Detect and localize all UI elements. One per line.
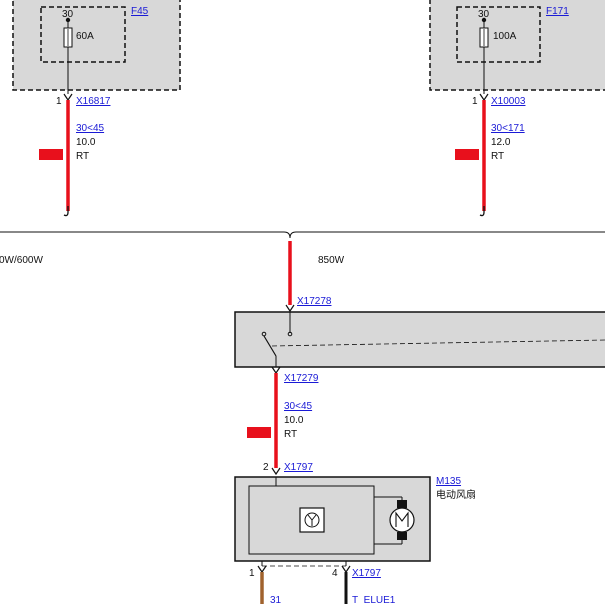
fan-out-connector-link[interactable]: X1797 xyxy=(352,568,381,579)
fuse-pin-label: 30 xyxy=(62,9,74,20)
fan-in-connector-link[interactable]: X1797 xyxy=(284,462,313,473)
wire-gauge: 10.0 xyxy=(76,137,96,148)
fuse-block-f45: 30 60A F45 xyxy=(12,0,181,94)
fuse-block-f171: 30 100A F171 xyxy=(429,0,605,94)
fan-reference-link[interactable]: M135 xyxy=(436,476,461,487)
fuse-rating: 100A xyxy=(493,31,517,42)
motor-m-glyph-icon xyxy=(395,511,409,527)
connector-link[interactable]: X16817 xyxy=(76,96,111,107)
fan-in-pin-label: 2 xyxy=(263,462,269,473)
wire-continuation-icon xyxy=(479,206,485,217)
wire-color-code: RT xyxy=(491,151,504,162)
wire-color-code: RT xyxy=(76,151,89,162)
fan-output-pins: 1 31 4 X1797 T_ELUE1 xyxy=(249,565,396,604)
fan-description: 电动风扇 xyxy=(436,488,476,501)
connector-symbol-icon xyxy=(63,93,73,102)
connector-pin-label: 1 xyxy=(56,96,62,107)
connector-symbol-icon xyxy=(341,565,351,574)
fan-out-pin-label: 4 xyxy=(332,568,338,579)
fuse-housing xyxy=(12,0,181,91)
wire-gauge: 10.0 xyxy=(284,415,304,426)
connector-symbol-icon xyxy=(285,304,295,313)
wire-color-swatch xyxy=(455,149,479,160)
motor-brush-icon xyxy=(397,500,407,508)
wire-color-code: RT xyxy=(284,429,297,440)
relay-contact-dot xyxy=(261,331,267,337)
wire-color-swatch xyxy=(39,149,63,160)
fuse-inner-frame xyxy=(456,6,541,63)
signal-link[interactable]: T_ELUE1 xyxy=(352,595,396,604)
relay-contact-dot xyxy=(287,331,293,337)
wire-circuit-link[interactable]: 30<171 xyxy=(491,123,525,134)
connector-link[interactable]: X10003 xyxy=(491,96,526,107)
fan-out-pin-label: 1 xyxy=(249,568,255,579)
wire-circuit-link[interactable]: 30<45 xyxy=(76,123,105,134)
variant-label-left: 0W/600W xyxy=(0,255,43,266)
connector-pin-label: 1 xyxy=(472,96,478,107)
fan-module: M135 电动风扇 xyxy=(234,476,476,567)
variant-divider: 0W/600W 850W xyxy=(0,231,605,266)
connector-symbol-icon xyxy=(479,93,489,102)
motor-icon xyxy=(389,507,415,533)
wire-segment-right: 1 X10003 30<171 12.0 RT xyxy=(455,93,526,217)
wire-segment-left: 1 X16817 30<45 10.0 RT xyxy=(39,93,111,217)
transistor-circle-icon xyxy=(304,512,320,528)
motor-brush-icon xyxy=(397,532,407,540)
relay-switch-icon xyxy=(263,335,277,357)
connector-symbol-icon xyxy=(271,366,281,375)
ground-link[interactable]: 31 xyxy=(270,595,282,604)
fuse-reference-link[interactable]: F171 xyxy=(546,6,569,17)
fuse-pin-label: 30 xyxy=(478,9,490,20)
relay-in-connector-link[interactable]: X17278 xyxy=(297,296,332,307)
relay-housing xyxy=(234,311,605,368)
variant-label-right: 850W xyxy=(318,255,345,266)
wire-color-swatch xyxy=(247,427,271,438)
relay-block xyxy=(234,311,605,368)
relay-out-connector-link[interactable]: X17279 xyxy=(284,373,319,384)
fuse-housing xyxy=(429,0,605,91)
fuse-rating: 60A xyxy=(76,31,94,42)
wire-gauge: 12.0 xyxy=(491,137,511,148)
connector-symbol-icon xyxy=(257,565,267,574)
variant-brace-line xyxy=(0,231,605,239)
fuse-reference-link[interactable]: F45 xyxy=(131,6,149,17)
fuse-inner-frame xyxy=(40,6,126,63)
wire-continuation-icon xyxy=(63,206,69,217)
connector-symbol-icon xyxy=(271,467,281,476)
wire-circuit-link[interactable]: 30<45 xyxy=(284,401,313,412)
